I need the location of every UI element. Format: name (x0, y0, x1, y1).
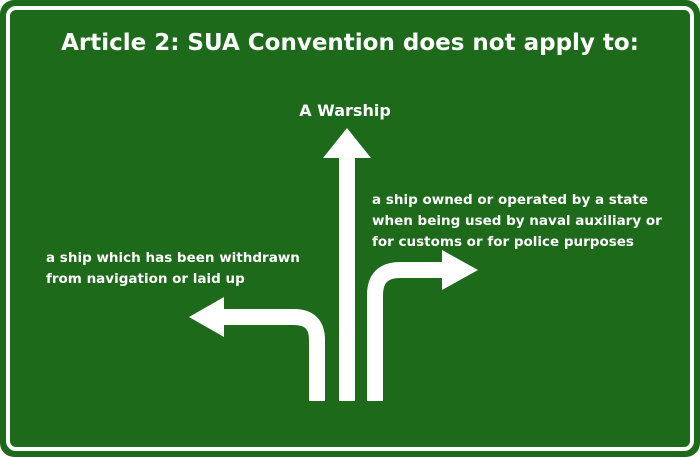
right-arrow-icon (367, 250, 478, 401)
sign-border (6, 6, 694, 451)
sign-title: Article 2: SUA Convention does not apply… (61, 30, 639, 56)
straight-arrow-icon (323, 128, 371, 401)
warship-label: A Warship (299, 101, 391, 120)
withdrawn-ship-label: a ship which has been withdrawn from nav… (46, 250, 300, 287)
state-ship-label: a ship owned or operated by a state when… (372, 192, 662, 250)
left-arrow-icon (189, 297, 325, 401)
